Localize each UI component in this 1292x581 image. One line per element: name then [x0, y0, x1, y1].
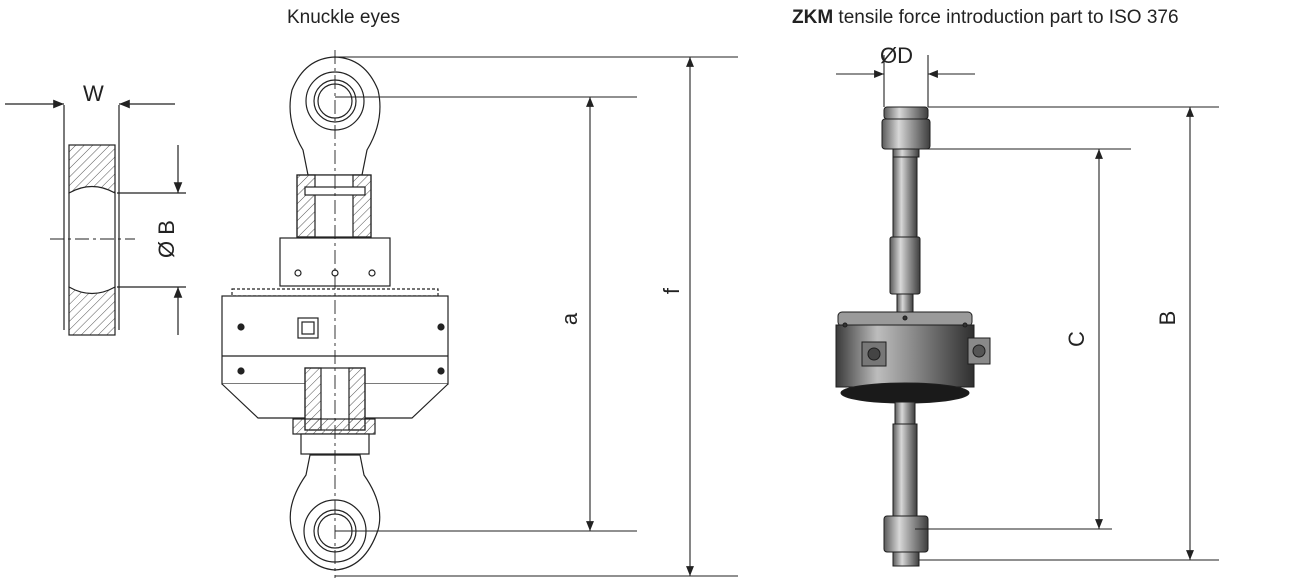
dimension-lines-d-c-b — [836, 55, 1219, 561]
dim-label-b-diameter: Ø B — [154, 220, 179, 258]
dim-label-c: C — [1064, 331, 1089, 347]
dim-label-f: f — [659, 287, 684, 295]
dim-label-d-diameter: ØD — [880, 43, 913, 68]
knuckle-eyes-assembly — [221, 50, 449, 578]
bearing-section — [5, 99, 186, 336]
knuckle-eyes-title: Knuckle eyes — [287, 7, 401, 28]
dim-label-w: W — [83, 81, 104, 106]
zkm-assembly — [835, 106, 991, 567]
dimension-lines-a-f — [335, 56, 738, 577]
zkm-title: ZKM tensile force introduction part to I… — [792, 7, 1179, 29]
dim-label-a: a — [557, 312, 582, 326]
zkm-title-bold: ZKM — [792, 7, 834, 28]
dim-label-b: B — [1155, 310, 1180, 326]
zkm-title-rest: tensile force introduction part to ISO 3… — [833, 7, 1179, 28]
